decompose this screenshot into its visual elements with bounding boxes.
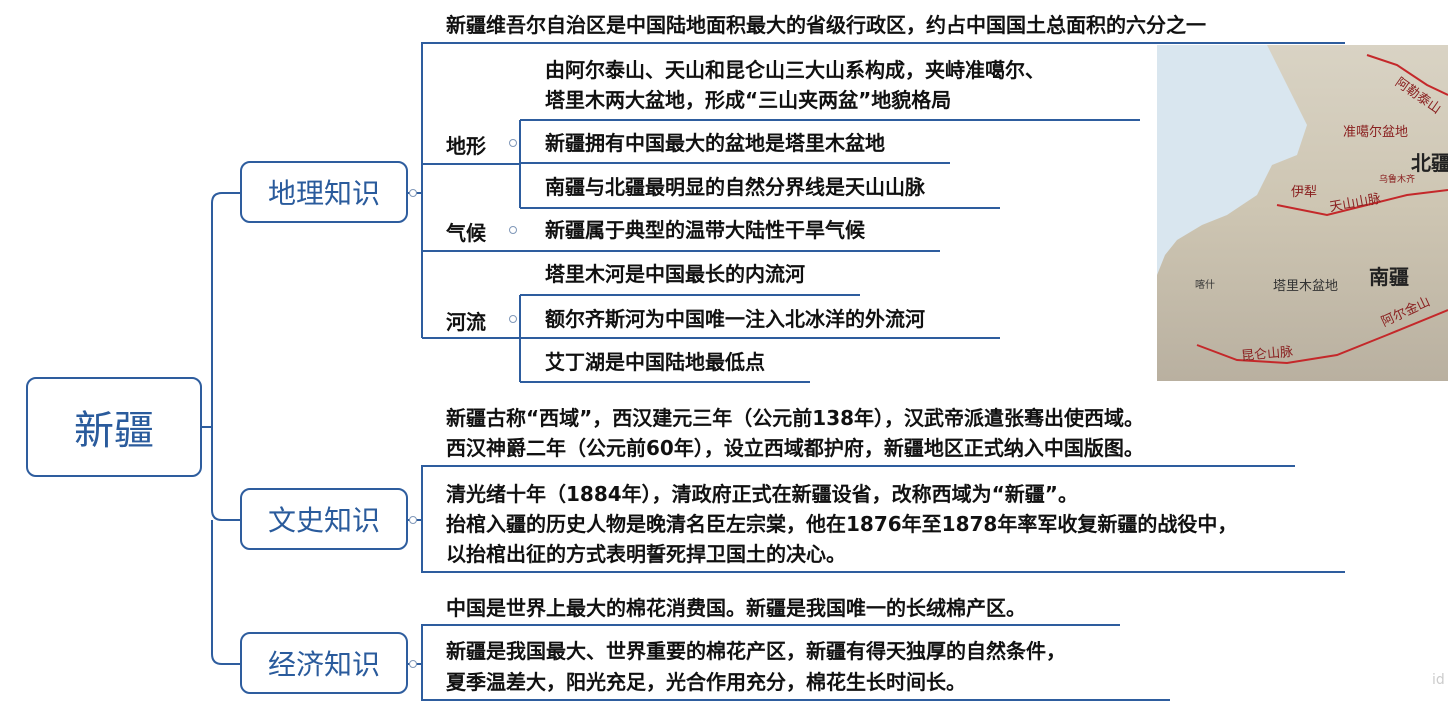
branch-history-label: 文史知识 [267, 504, 380, 537]
economy-line-1: 中国是世界上最大的棉花消费国。新疆是我国唯一的长绒棉产区。 [446, 596, 1026, 620]
map-image [1157, 45, 1448, 381]
watermark: id [1432, 672, 1445, 688]
collapse-climate-icon[interactable] [509, 226, 517, 234]
collapse-economy-icon[interactable] [409, 660, 417, 668]
rivers-item-3: 艾丁湖是中国陆地最低点 [545, 350, 765, 374]
collapse-terrain-icon[interactable] [509, 139, 517, 147]
collapse-history-icon[interactable] [409, 516, 417, 524]
terrain-item-2: 新疆拥有中国最大的盆地是塔里木盆地 [545, 131, 885, 155]
map-label-tarim: 塔里木盆地 [1273, 279, 1339, 294]
history-line-1: 新疆古称“西域”，西汉建元三年（公元前138年），汉武帝派遣张骞出使西域。 [446, 406, 1145, 430]
xinjiang-map: 阿勒泰山 准噶尔盆地 北疆 乌鲁木齐 伊犁 天山山脉 喀什 塔里木盆地 南疆 阿… [1157, 45, 1448, 381]
branch-economy[interactable]: 经济知识 [240, 632, 408, 694]
terrain-item-1a: 由阿尔泰山、天山和昆仑山三大山系构成，夹峙准噶尔、 [545, 58, 1045, 82]
terrain-item-3: 南疆与北疆最明显的自然分界线是天山山脉 [545, 175, 925, 199]
map-label-south: 南疆 [1369, 265, 1409, 289]
history-line-2: 西汉神爵二年（公元前60年），设立西域都护府，新疆地区正式纳入中国版图。 [446, 436, 1144, 460]
root-label: 新疆 [74, 408, 154, 454]
map-label-yili: 伊犁 [1291, 185, 1318, 200]
history-line-4: 抬棺入疆的历史人物是晚清名臣左宗棠，他在1876年至1878年率军收复新疆的战役… [446, 512, 1238, 536]
climate-label: 气候 [446, 221, 486, 245]
rivers-label: 河流 [446, 310, 486, 334]
branch-geo-label: 地理知识 [267, 177, 380, 210]
history-line-3: 清光绪十年（1884年），清政府正式在新疆设省，改称西域为“新疆”。 [446, 482, 1078, 506]
branch-history[interactable]: 文史知识 [240, 488, 408, 550]
map-label-north: 北疆 [1411, 151, 1448, 175]
economy-line-3: 夏季温差大，阳光充足，光合作用充分，棉花生长时间长。 [446, 670, 966, 694]
map-label-junggar: 准噶尔盆地 [1343, 125, 1409, 140]
branch-geo[interactable]: 地理知识 [240, 161, 408, 223]
branch-economy-label: 经济知识 [267, 648, 380, 681]
rivers-item-1: 塔里木河是中国最长的内流河 [545, 262, 805, 286]
climate-item-1: 新疆属于典型的温带大陆性干旱气候 [545, 218, 865, 242]
map-label-kashgar: 喀什 [1195, 280, 1215, 291]
collapse-geo-icon[interactable] [409, 189, 417, 197]
rivers-item-2: 额尔齐斯河为中国唯一注入北冰洋的外流河 [545, 307, 925, 331]
terrain-item-1b: 塔里木两大盆地，形成“三山夹两盆”地貌格局 [545, 88, 952, 112]
economy-line-2: 新疆是我国最大、世界重要的棉花产区，新疆有得天独厚的自然条件， [446, 639, 1066, 663]
root-node[interactable]: 新疆 [26, 377, 202, 477]
map-label-urumqi: 乌鲁木齐 [1379, 175, 1416, 185]
collapse-rivers-icon[interactable] [509, 315, 517, 323]
terrain-label: 地形 [446, 134, 486, 158]
geo-intro: 新疆维吾尔自治区是中国陆地面积最大的省级行政区，约占中国国土总面积的六分之一 [446, 13, 1206, 37]
history-line-5: 以抬棺出征的方式表明誓死捍卫国土的决心。 [446, 542, 846, 566]
